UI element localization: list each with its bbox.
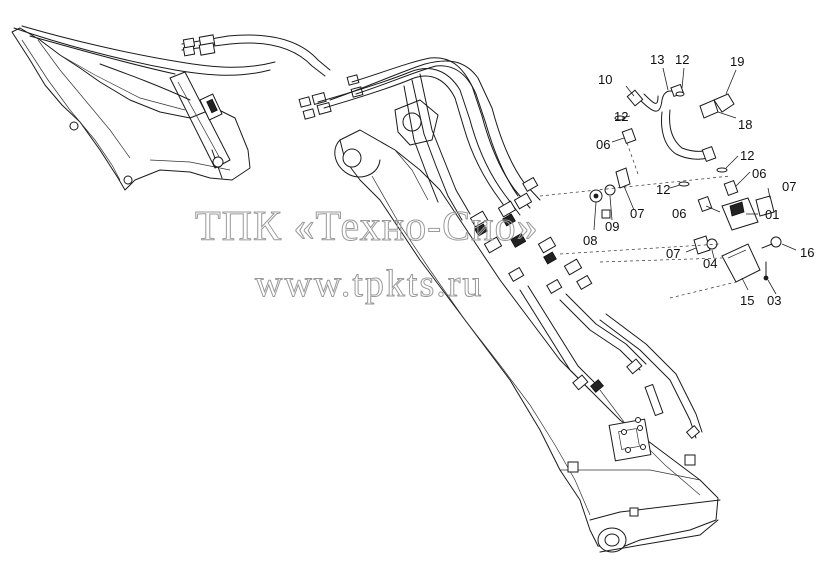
callout-06: 06 [672,206,686,221]
boom-arm-assembly [11,25,276,191]
callout-08: 08 [583,233,597,248]
callout-13: 13 [650,52,664,67]
callout-18: 18 [738,117,752,132]
watermark-company: ТПК «Техно-Сио» [195,204,539,250]
callout-12: 12 [740,148,754,163]
exploded-parts [539,83,782,299]
watermark: ТПК «Техно-Сио» www.tpkts.ru [195,204,539,306]
callout-10: 10 [598,72,612,87]
leader-lines [593,67,797,295]
callout-06: 06 [752,166,766,181]
callout-03: 03 [767,293,781,308]
hose-bundle [317,57,703,439]
main-boom [334,99,721,553]
hose-couplings-top [181,34,364,120]
callout-labels: 13 12 19 10 18 12 06 12 06 12 07 06 07 0… [583,52,814,308]
watermark-url: www.tpkts.ru [255,263,483,305]
callout-07: 07 [630,206,644,221]
callout-09: 09 [605,219,619,234]
callout-19: 19 [730,54,744,69]
callout-01: 01 [765,207,779,222]
callout-16: 16 [800,245,814,260]
callout-04: 04 [703,256,717,271]
callout-12: 12 [675,52,689,67]
callout-06: 06 [596,137,610,152]
callout-15: 15 [740,293,754,308]
callout-07: 07 [666,246,680,261]
callout-12: 12 [614,109,628,124]
callout-07: 07 [782,179,796,194]
callout-12: 12 [656,182,670,197]
